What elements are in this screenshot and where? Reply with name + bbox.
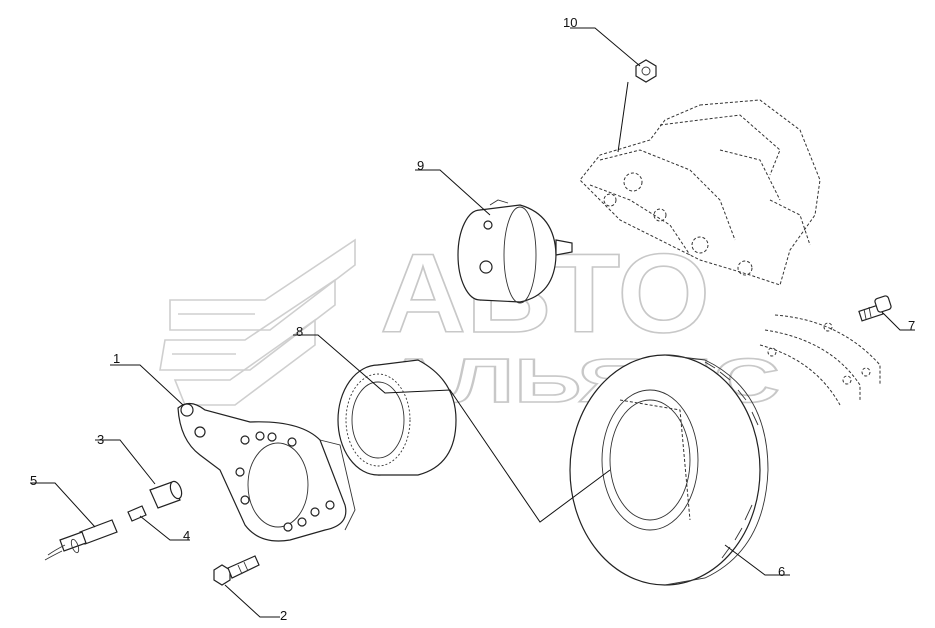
leader-7 [882, 312, 915, 331]
part-bushing [149, 480, 183, 509]
callout-10: 10 [563, 15, 577, 30]
leader-10 [570, 27, 641, 67]
watermark-logo [159, 238, 356, 406]
part-brake-chamber [457, 199, 573, 304]
leader-9 [415, 169, 491, 216]
callout-7: 7 [908, 318, 915, 333]
callout-5: 5 [30, 473, 37, 488]
leader-1 [110, 364, 184, 406]
callout-8: 8 [296, 324, 303, 339]
leader-4 [139, 515, 190, 541]
part-bolt-small [858, 295, 892, 322]
leader-2 [224, 584, 280, 618]
leader-3 [95, 439, 156, 485]
part-bolt [213, 555, 260, 586]
leader-lines [30, 27, 915, 618]
leader-5 [30, 482, 96, 528]
part-pin [127, 505, 147, 522]
callout-4: 4 [183, 528, 190, 543]
part-caliper-dashed [579, 99, 821, 286]
part-hub-fragment-dashed [759, 314, 881, 406]
callout-6: 6 [778, 564, 785, 579]
leader-10-stud [617, 81, 629, 153]
part-sensor [44, 519, 118, 561]
part-brake-carrier [177, 402, 356, 542]
part-nut [635, 59, 657, 83]
callouts: 1 2 3 4 5 6 7 8 9 10 [30, 15, 915, 623]
leader-8 [293, 334, 611, 523]
callout-2: 2 [280, 608, 287, 623]
leader-6 [724, 544, 790, 576]
callout-3: 3 [97, 432, 104, 447]
part-brake-disc [569, 354, 769, 586]
part-tone-ring [337, 359, 457, 476]
callout-1: 1 [113, 351, 120, 366]
callout-9: 9 [417, 158, 424, 173]
